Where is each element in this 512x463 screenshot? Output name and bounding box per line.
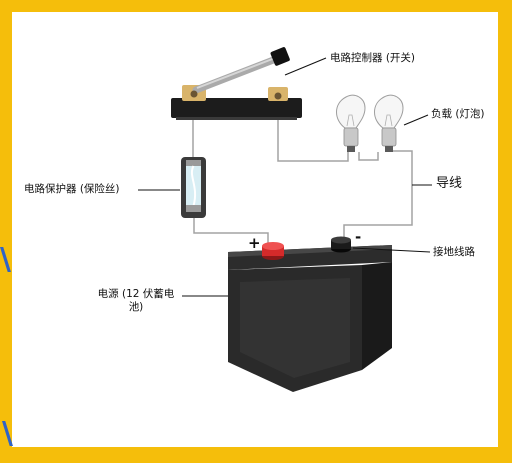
ground-label: 接地线路 — [433, 246, 475, 258]
bulb-1-glass — [336, 94, 366, 129]
battery-front-panel — [240, 278, 350, 378]
bulb-1-base — [343, 127, 359, 147]
wire-bulb1-to-bulb2 — [358, 152, 379, 161]
switch-label: 电路控制器 (开关) — [330, 52, 416, 64]
switch-base-shadow — [176, 117, 297, 120]
bulb-2-filament — [384, 114, 393, 127]
load-label: 负载 (灯泡) — [431, 108, 485, 120]
wire-bulb2-to-ground — [343, 150, 413, 240]
leader-switch — [284, 57, 327, 76]
switch — [171, 47, 302, 120]
wire-switch-to-bulb1 — [277, 116, 349, 162]
leader-load — [403, 114, 429, 126]
fuse — [181, 157, 206, 218]
negative-terminal-top — [331, 236, 351, 244]
battery — [228, 236, 392, 392]
wires — [192, 116, 413, 244]
positive-terminal — [262, 246, 284, 256]
edge-fragment-left-1: \ — [0, 242, 11, 277]
switch-blade-highlight — [196, 57, 276, 89]
wire-label: 导线 — [436, 176, 463, 191]
bulb-1-filament — [346, 114, 355, 127]
bulb-2-base — [381, 127, 397, 147]
bulb-2 — [374, 94, 404, 152]
fuse-element — [190, 165, 197, 207]
source-label-line2: 池) — [128, 301, 144, 313]
source-label: 电源 (12 伏蓄电 池) — [86, 288, 186, 314]
fuse-cap-top — [186, 160, 201, 167]
bulb-1-tip — [347, 146, 355, 152]
edge-fragment-left-2: \ — [2, 416, 13, 451]
switch-handle — [270, 47, 290, 66]
battery-side — [362, 262, 392, 370]
fuse-label: 电路保护器 (保险丝) — [24, 183, 120, 195]
source-label-line1: 电源 (12 伏蓄电 — [97, 288, 175, 300]
switch-contact-screw — [274, 92, 282, 100]
switch-pivot-screw — [190, 90, 198, 98]
switch-blade — [192, 55, 280, 94]
negative-terminal — [331, 240, 351, 249]
bulb-1 — [336, 94, 366, 152]
fuse-cap-bottom — [186, 205, 201, 212]
positive-terminal-top — [262, 242, 284, 250]
bulb-2-tip — [385, 146, 393, 152]
leader-lines — [138, 57, 432, 297]
leader-ground — [352, 247, 431, 253]
bulb-2-glass — [374, 94, 404, 129]
positive-sign: + — [248, 234, 261, 252]
switch-base — [171, 98, 302, 118]
negative-sign: - — [355, 228, 362, 246]
wire-fuse-to-positive — [193, 215, 269, 244]
